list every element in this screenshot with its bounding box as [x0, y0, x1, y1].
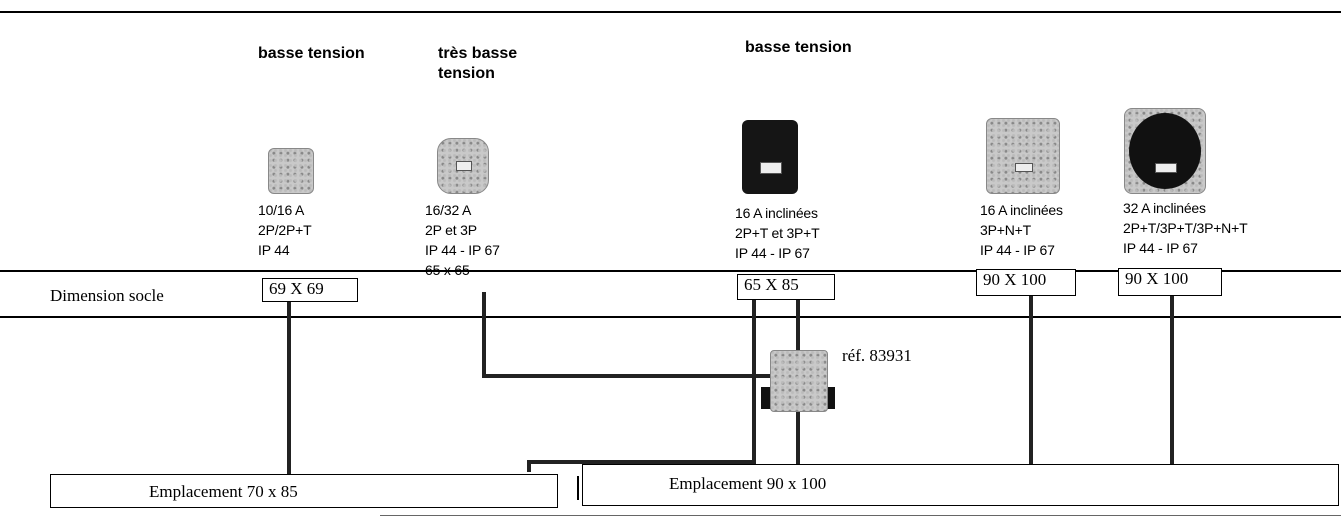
spec-1-poles: 2P/2P+T [258, 220, 311, 240]
adapter-83931-image [770, 350, 828, 412]
socket-16-32a-image [437, 138, 489, 194]
spec-1-rating: 10/16 A [258, 200, 311, 220]
spec-column-5: 32 A inclinées 2P+T/3P+T/3P+N+T IP 44 - … [1123, 198, 1247, 258]
socket-16a-3p-slot [1015, 163, 1033, 172]
socket-16a-3p-image [986, 118, 1060, 194]
header-basse-tension-1: basse tension [258, 44, 365, 64]
spec-3-ip: IP 44 - IP 67 [735, 243, 820, 263]
adapter-ref-label: réf. 83931 [842, 346, 912, 366]
connector-col4 [1029, 296, 1033, 464]
top-rule [0, 11, 1341, 13]
emplacement-70x85-label: Emplacement 70 x 85 [149, 481, 298, 503]
spec-column-3: 16 A inclinées 2P+T et 3P+T IP 44 - IP 6… [735, 203, 820, 263]
spec-2-poles: 2P et 3P [425, 220, 500, 240]
spec-column-2: 16/32 A 2P et 3P IP 44 - IP 67 65 x 65 [425, 200, 500, 280]
header-tres-basse-tension: très basse tension [438, 44, 517, 84]
header-tres-basse-line1: très basse [438, 44, 517, 64]
emplacement-divider-tick [577, 476, 579, 500]
spec-column-4: 16 A inclinées 3P+N+T IP 44 - IP 67 [980, 200, 1063, 260]
socket-16-32a-slot [456, 161, 472, 171]
connector-col3-left [752, 300, 756, 464]
connector-col1 [287, 302, 291, 482]
spec-4-ip: IP 44 - IP 67 [980, 240, 1063, 260]
socle-box-1: 69 X 69 [262, 278, 358, 302]
spec-1-ip: IP 44 [258, 240, 311, 260]
spec-2-rating: 16/32 A [425, 200, 500, 220]
emplacement-70x85-box: Emplacement 70 x 85 [50, 474, 558, 508]
socle-box-3: 65 X 85 [737, 274, 835, 300]
spec-5-rating: 32 A inclinées [1123, 198, 1247, 218]
spec-2-socle: 65 x 65 [425, 260, 500, 280]
spec-3-poles: 2P+T et 3P+T [735, 223, 820, 243]
dimension-socle-label: Dimension socle [50, 286, 164, 306]
connector-col5 [1170, 296, 1174, 464]
connector-col2-to-adapter [482, 374, 778, 378]
socket-32a-cover [1129, 113, 1201, 189]
header-basse-tension-2: basse tension [745, 38, 852, 58]
connector-col2-down [482, 292, 486, 378]
dimension-row-bottom-rule [0, 316, 1341, 318]
bottom-rule [380, 515, 1341, 516]
header-tres-basse-line2: tension [438, 64, 517, 84]
emplacement-90x100-label: Emplacement 90 x 100 [669, 473, 826, 495]
spec-2-ip: IP 44 - IP 67 [425, 240, 500, 260]
socle-box-4: 90 X 100 [976, 269, 1076, 296]
spec-column-1: 10/16 A 2P/2P+T IP 44 [258, 200, 311, 260]
spec-4-rating: 16 A inclinées [980, 200, 1063, 220]
socket-32a-image [1124, 108, 1206, 194]
socket-10-16a-image [268, 148, 314, 194]
socket-16a-2p-slot [760, 162, 782, 174]
socket-16a-2p-image [742, 120, 798, 194]
spec-5-ip: IP 44 - IP 67 [1123, 238, 1247, 258]
spec-4-poles: 3P+N+T [980, 220, 1063, 240]
emplacement-90x100-box: Emplacement 90 x 100 [582, 464, 1339, 506]
connector-col3-tail [527, 460, 531, 472]
spec-5-poles: 2P+T/3P+T/3P+N+T [1123, 218, 1247, 238]
socle-box-5: 90 X 100 [1118, 268, 1222, 296]
socket-32a-slot [1155, 163, 1177, 173]
spec-3-rating: 16 A inclinées [735, 203, 820, 223]
